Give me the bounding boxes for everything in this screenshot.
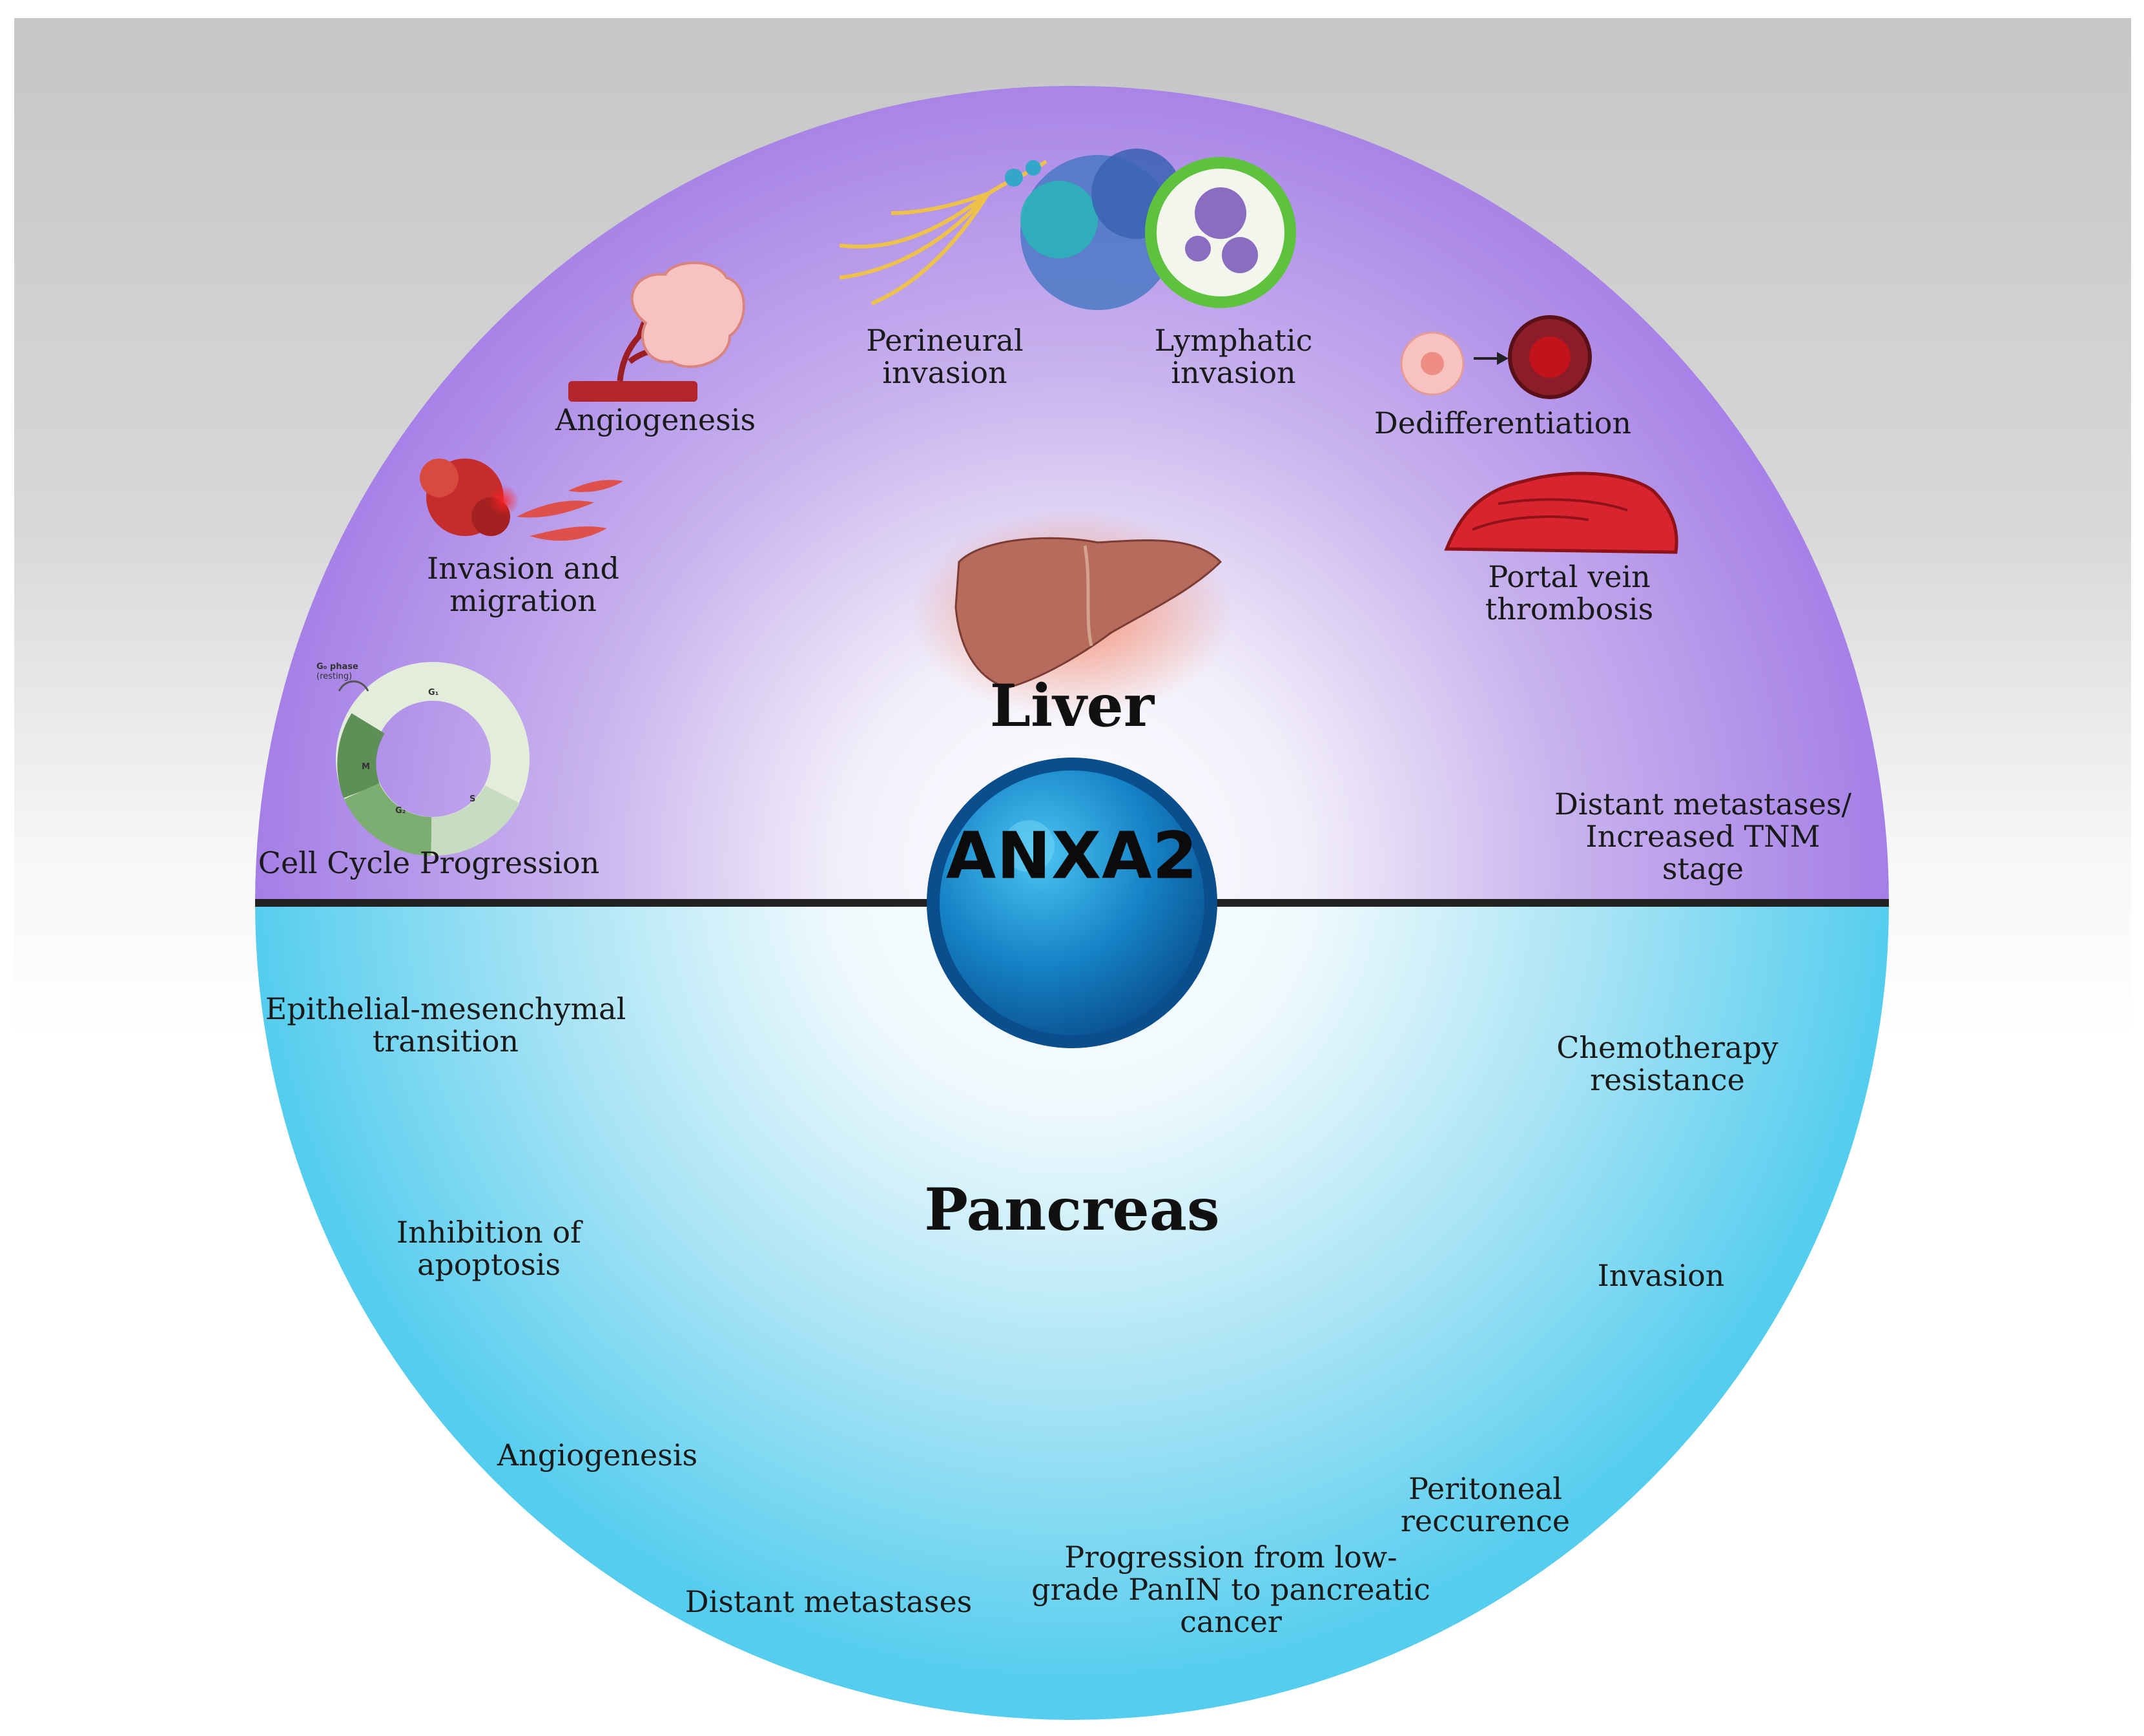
cell-cycle-icon [336, 662, 530, 856]
liver-organ-icon [911, 510, 1233, 717]
g2-label: G₂ [395, 806, 406, 816]
lymphatic-invasion-label: Lymphatic invasion [1154, 323, 1313, 390]
s-label: S [469, 794, 476, 804]
anxa2-ball [927, 758, 1217, 1048]
anxa2-label: ANXA2 [945, 818, 1199, 894]
pancreas-invasion-label: Invasion [1597, 1258, 1725, 1293]
g1-label: G₁ [428, 688, 439, 698]
g0-phase-label: G₀ phase(resting) [316, 662, 358, 681]
pancreas-title: Pancreas [924, 1175, 1220, 1244]
liver-angiogenesis-label: Angiogenesis [555, 402, 756, 437]
portal-vein-thrombosis-label: Portal vein thrombosis [1485, 559, 1654, 626]
angiogenesis-icon-liver [568, 261, 745, 402]
chemotherapy-resistance-label: Chemotherapy resistance [1556, 1030, 1778, 1097]
pancreas-half [255, 903, 1889, 1720]
cell-cycle-label: Cell Cycle Progression [258, 845, 600, 880]
perineural-invasion-icon [839, 149, 1182, 310]
dedifferentiation-label: Dedifferentiation [1374, 406, 1632, 440]
dedifferentiation-icon [1400, 315, 1592, 399]
invasion-migration-icon-liver [420, 459, 623, 541]
m-label: M [362, 762, 370, 772]
emt-label: Epithelial-mesenchymal transition [265, 991, 626, 1059]
distant-metastases-tnm-label: Distant metastases/ Increased TNM stage [1554, 787, 1852, 886]
peritoneal-recurrence-label: Peritoneal reccurence [1400, 1471, 1571, 1538]
panin-progression-label: Progression from low- grade PanIN to pan… [1031, 1540, 1430, 1639]
distant-metastases-label: Distant metastases [685, 1584, 973, 1619]
liver-title: Liver [989, 672, 1155, 740]
pancreas-angiogenesis-label: Angiogenesis [497, 1438, 698, 1472]
perineural-invasion-label: Perineural invasion [866, 323, 1024, 390]
lymphatic-invasion-icon [1145, 157, 1296, 308]
apoptosis-inhibition-label: Inhibition of apoptosis [396, 1215, 582, 1282]
portal-vein-thrombosis-icon [1444, 471, 1678, 554]
invasion-migration-label: Invasion and migration [427, 551, 619, 618]
